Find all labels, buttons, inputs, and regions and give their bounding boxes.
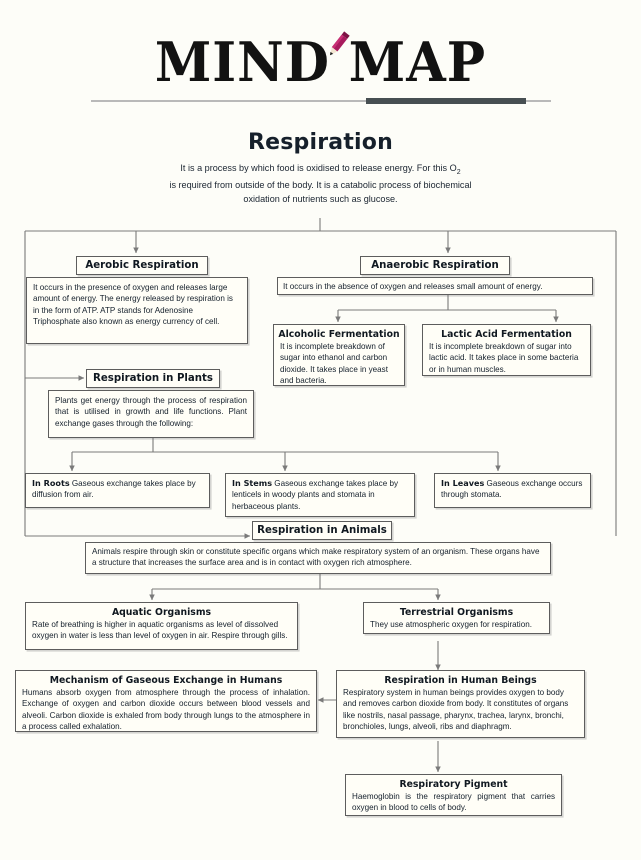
node-lactic-acid-fermentation-title: Lactic Acid Fermentation (441, 329, 572, 340)
intro-line-3: oxidation of nutrients such as glucose. (243, 193, 398, 204)
node-respiration-in-animals-body: Animals respire through skin or constitu… (92, 547, 540, 568)
intro-subscript: 2 (456, 168, 461, 176)
node-respiration-human-beings-body: Respiratory system in human beings provi… (343, 688, 569, 732)
node-respiratory-pigment-body: Haemoglobin is the respiratory pigment t… (352, 792, 555, 813)
rule-thick (365, 98, 526, 104)
page-title: MIND MAP (154, 31, 487, 95)
node-respiratory-pigment-title: Respiratory Pigment (399, 779, 508, 790)
node-in-leaves-lead: In Leaves (441, 478, 485, 488)
node-aerobic-respiration-body: It occurs in the presence of oxygen and … (33, 283, 233, 327)
node-respiration-human-beings-title: Respiration in Human Beings (384, 675, 537, 686)
node-in-stems-body: Gaseous exchange takes place by lenticel… (232, 479, 399, 511)
intro-line-2: is required from outside of the body. It… (169, 180, 472, 191)
intro-line-1: It is a process by which food is oxidise… (180, 163, 457, 173)
node-in-roots-lead: In Roots (32, 478, 70, 488)
title-rule (90, 98, 551, 104)
node-respiration-human-beings: Respiration in Human Beings Respiratory … (336, 670, 585, 738)
node-in-leaves: In Leaves Gaseous exchange occurs throug… (434, 473, 591, 508)
rule-thin (90, 100, 551, 102)
node-in-stems-lead: In Stems (232, 478, 273, 488)
node-lactic-acid-fermentation: Lactic Acid Fermentation It is incomplet… (422, 324, 591, 376)
node-anaerobic-respiration-title: Anaerobic Respiration (360, 256, 510, 275)
node-in-roots-text: In Roots Gaseous exchange takes place by… (26, 474, 209, 505)
node-alcoholic-fermentation-title: Alcoholic Fermentation (278, 329, 400, 340)
intro-paragraph: It is a process by which food is oxidise… (106, 162, 536, 206)
node-aerobic-respiration-title: Aerobic Respiration (76, 256, 208, 275)
node-in-roots: In Roots Gaseous exchange takes place by… (25, 473, 210, 508)
node-respiration-in-plants-body: Plants get energy through the process of… (55, 396, 247, 428)
node-aquatic-organisms-body: Rate of breathing is higher in aquatic o… (32, 620, 288, 641)
node-terrestrial-organisms-body: They use atmospheric oxygen for respirat… (370, 620, 532, 629)
node-respiration-in-plants-title: Respiration in Plants (86, 369, 220, 388)
node-respiration-in-animals: Animals respire through skin or constitu… (85, 542, 551, 574)
node-in-stems: In Stems Gaseous exchange takes place by… (225, 473, 415, 517)
node-anaerobic-respiration-body: It occurs in the absence of oxygen and r… (283, 282, 543, 291)
node-in-roots-body: Gaseous exchange takes place by diffusio… (32, 479, 196, 500)
node-respiration-in-animals-title: Respiration in Animals (252, 521, 392, 540)
node-in-stems-text: In Stems Gaseous exchange takes place by… (226, 474, 414, 516)
node-mechanism-gaseous-exchange-body: Humans absorb oxygen from atmosphere thr… (22, 688, 310, 732)
node-alcoholic-fermentation: Alcoholic Fermentation It is incomplete … (273, 324, 405, 386)
node-respiratory-pigment: Respiratory Pigment Haemoglobin is the r… (345, 774, 562, 816)
node-lactic-acid-fermentation-body: It is incomplete breakdown of sugar into… (429, 342, 579, 374)
node-terrestrial-organisms-title: Terrestrial Organisms (399, 607, 514, 618)
page-header: MIND MAP Respiration It is a process by … (0, 31, 641, 206)
node-terrestrial-organisms: Terrestrial Organisms They use atmospher… (363, 602, 550, 634)
node-in-leaves-body: Gaseous exchange occurs through stomata. (441, 479, 583, 500)
subject-title: Respiration (248, 130, 393, 155)
node-alcoholic-fermentation-body: It is incomplete breakdown of sugar into… (280, 342, 388, 386)
node-aquatic-organisms-title: Aquatic Organisms (111, 607, 212, 618)
node-in-leaves-text: In Leaves Gaseous exchange occurs throug… (435, 474, 590, 505)
node-mechanism-gaseous-exchange-title: Mechanism of Gaseous Exchange in Humans (49, 675, 283, 686)
node-mechanism-gaseous-exchange: Mechanism of Gaseous Exchange in Humans … (15, 670, 317, 732)
node-respiration-in-plants: Plants get energy through the process of… (48, 390, 254, 438)
node-anaerobic-respiration: It occurs in the absence of oxygen and r… (277, 277, 593, 295)
node-aquatic-organisms: Aquatic Organisms Rate of breathing is h… (25, 602, 298, 650)
node-aerobic-respiration: It occurs in the presence of oxygen and … (26, 277, 248, 344)
